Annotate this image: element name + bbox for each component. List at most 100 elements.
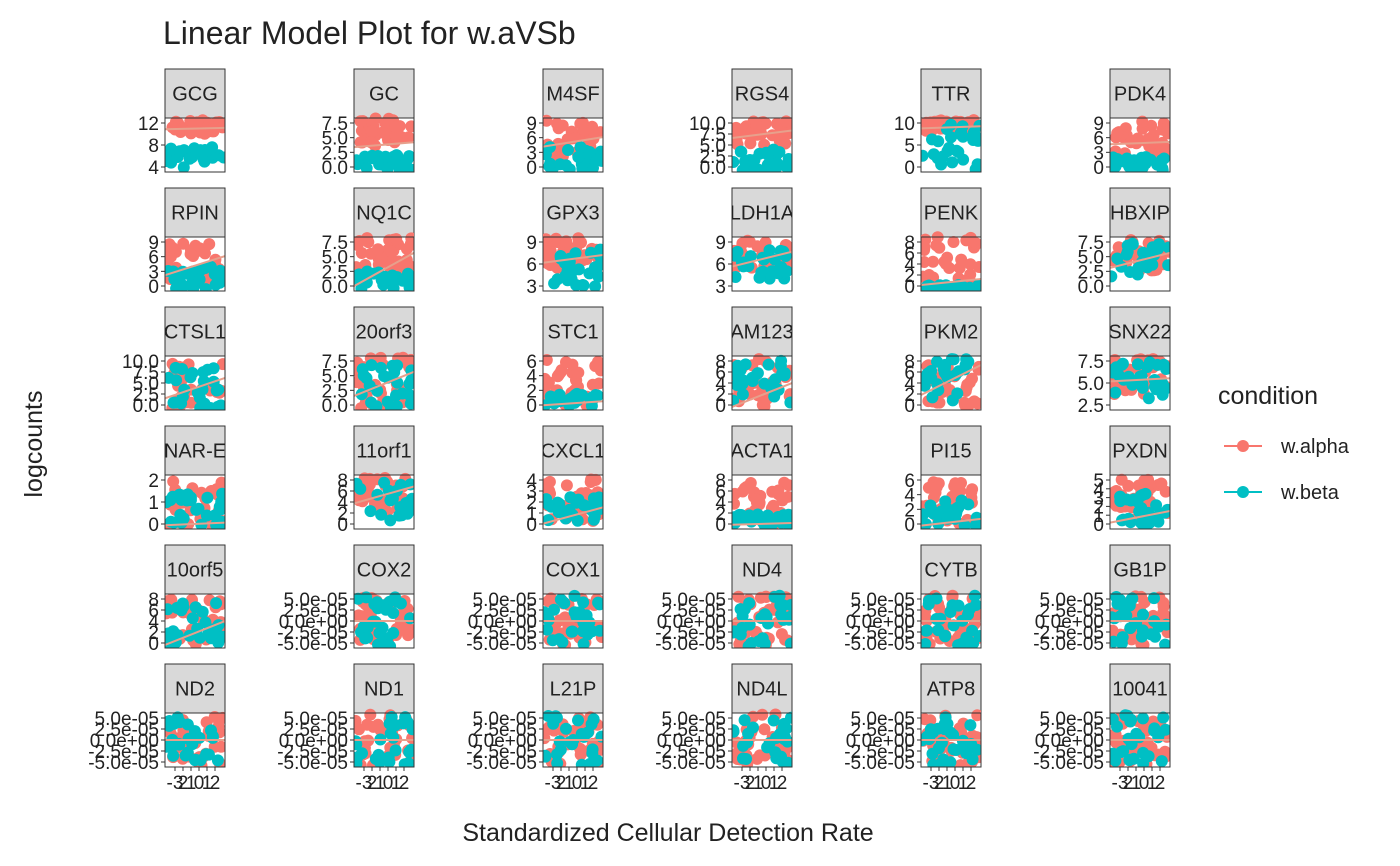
data-point-alpha — [591, 360, 603, 372]
y-tick-label: 6 — [904, 471, 915, 492]
data-point-beta — [1111, 720, 1123, 733]
panel-points — [354, 591, 414, 648]
data-point-alpha — [361, 232, 374, 245]
data-point-alpha — [400, 254, 413, 266]
data-point-beta — [931, 722, 944, 735]
data-point-beta — [962, 498, 975, 511]
y-tick-label: -5.0e-05 — [655, 634, 726, 655]
y-tick-label: 2 — [904, 500, 915, 521]
y-tick-label: 2 — [904, 385, 915, 406]
facet-strip-label: SNX22 — [1108, 322, 1171, 344]
y-tick-label: 8 — [904, 352, 915, 373]
y-tick-label: 6 — [715, 482, 726, 503]
facet-panel: ND4L5.0e-052.5e-050.0e+00-2.5e-05-5.0e-0… — [655, 663, 793, 794]
data-point-beta — [1148, 592, 1160, 605]
facet-strip-label: COX2 — [357, 560, 411, 582]
y-tick-label: 2 — [715, 385, 726, 406]
y-tick-label: 2.5 — [1078, 396, 1104, 417]
facet-panel: GB1P5.0e-052.5e-050.0e+00-2.5e-05-5.0e-0… — [1033, 544, 1171, 655]
data-point-beta — [952, 146, 965, 158]
panel-points — [921, 114, 981, 172]
y-tick-label: -2.5e-05 — [277, 742, 348, 763]
y-tick-label: 0 — [337, 515, 348, 536]
data-point-alpha — [736, 485, 749, 498]
data-point-alpha — [382, 112, 395, 125]
y-tick-label: 0.0e+00 — [846, 731, 915, 752]
y-tick-label: -2.5e-05 — [844, 742, 915, 763]
panel-border — [353, 236, 415, 292]
y-tick-label: -2.5e-05 — [1033, 623, 1104, 644]
panel-points — [1110, 473, 1170, 529]
y-tick-label: 5 — [1093, 471, 1104, 492]
facet-strip-label: CXCL1 — [541, 441, 605, 463]
facet-strip — [731, 663, 793, 714]
data-point-beta — [1136, 259, 1148, 272]
panel-points — [165, 114, 225, 172]
data-point-beta — [177, 512, 190, 525]
y-tick-label: 6 — [715, 363, 726, 384]
data-point-beta — [1130, 727, 1143, 740]
data-point-alpha — [732, 497, 740, 510]
data-point-alpha — [543, 354, 553, 366]
data-point-alpha — [743, 235, 756, 248]
y-tick-label: 2.5e-05 — [473, 601, 537, 622]
data-point-beta — [952, 599, 965, 612]
y-tick-label: 7.5 — [700, 125, 726, 146]
data-point-beta — [956, 280, 969, 291]
data-point-beta — [921, 508, 930, 521]
data-point-beta — [1110, 591, 1123, 603]
y-tick-label: 5.0e-05 — [662, 590, 726, 611]
data-point-beta — [591, 389, 603, 402]
data-point-alpha — [947, 236, 960, 248]
y-tick-label: -5.0e-05 — [466, 753, 537, 774]
data-point-alpha — [1157, 596, 1170, 609]
data-point-beta — [401, 507, 414, 519]
data-point-beta — [583, 146, 596, 158]
y-tick-label: 7.5 — [133, 363, 159, 384]
data-point-beta — [737, 752, 749, 765]
y-tick-label: 8 — [337, 471, 348, 492]
facet-strip-label: PDK4 — [1114, 84, 1166, 106]
data-point-alpha — [543, 233, 552, 246]
data-point-alpha — [216, 711, 225, 724]
data-point-beta — [1120, 248, 1133, 261]
data-point-beta — [384, 401, 397, 410]
data-point-alpha — [750, 493, 763, 506]
data-point-beta — [732, 625, 741, 638]
panel-border — [1109, 236, 1171, 292]
y-tick-label: -5.0e-05 — [1033, 753, 1104, 774]
data-point-alpha — [955, 477, 967, 489]
data-point-alpha — [1142, 473, 1155, 486]
fit-line — [354, 251, 414, 287]
data-point-beta — [1157, 711, 1170, 724]
x-tick-label: 0 — [572, 773, 583, 794]
fit-line — [165, 620, 225, 646]
x-tick-label: 2 — [178, 773, 189, 794]
legend-title: condition — [1218, 382, 1318, 410]
x-tick-label: -3 — [923, 773, 940, 794]
x-tick-label: -3 — [356, 773, 373, 794]
facet-strip — [920, 663, 982, 714]
data-point-alpha — [389, 120, 402, 133]
y-tick-label: 0 — [715, 396, 726, 417]
y-tick-label: 9 — [526, 233, 537, 254]
y-tick-label: 0 — [526, 515, 537, 536]
facet-strip — [920, 306, 982, 357]
data-point-beta — [216, 630, 225, 643]
y-tick-label: 8 — [715, 471, 726, 492]
data-point-beta — [360, 591, 373, 604]
data-point-alpha — [390, 233, 403, 246]
panel-points — [732, 476, 792, 529]
facet-strip-label: ND4 — [742, 560, 782, 582]
y-tick-label: 8 — [148, 136, 159, 157]
x-tick-label: 1 — [1131, 773, 1142, 794]
data-point-beta — [1127, 752, 1140, 765]
facet-strip — [353, 306, 415, 357]
